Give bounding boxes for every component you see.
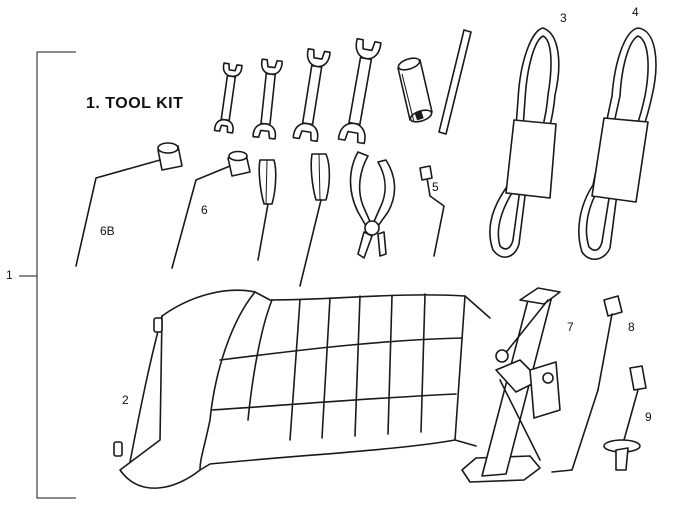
callout-1: 1 [6,268,13,282]
bent-tool [419,165,445,257]
callout-3: 3 [560,11,567,25]
callout-8: 8 [628,320,635,334]
spark-plug-socket [397,57,433,123]
callout-7: 7 [567,320,574,334]
box-wrenches [75,142,251,269]
screwdrivers [257,153,331,287]
pliers [349,151,396,259]
callout-5: 5 [432,180,439,194]
kit-bracket [19,51,76,499]
tool-roll [113,289,491,489]
jack-handle [551,295,623,473]
fan-belts [489,27,657,260]
callout-6b: 6B [100,224,115,238]
tommy-bar [438,29,472,135]
wheel-brace [603,365,647,471]
callout-2: 2 [122,393,129,407]
callout-6: 6 [201,203,208,217]
open-end-wrenches [213,37,382,145]
diagram-title: 1. TOOL KIT [86,95,184,112]
callout-9: 9 [645,410,652,424]
scissor-jack [461,287,561,483]
callout-4: 4 [632,5,639,19]
